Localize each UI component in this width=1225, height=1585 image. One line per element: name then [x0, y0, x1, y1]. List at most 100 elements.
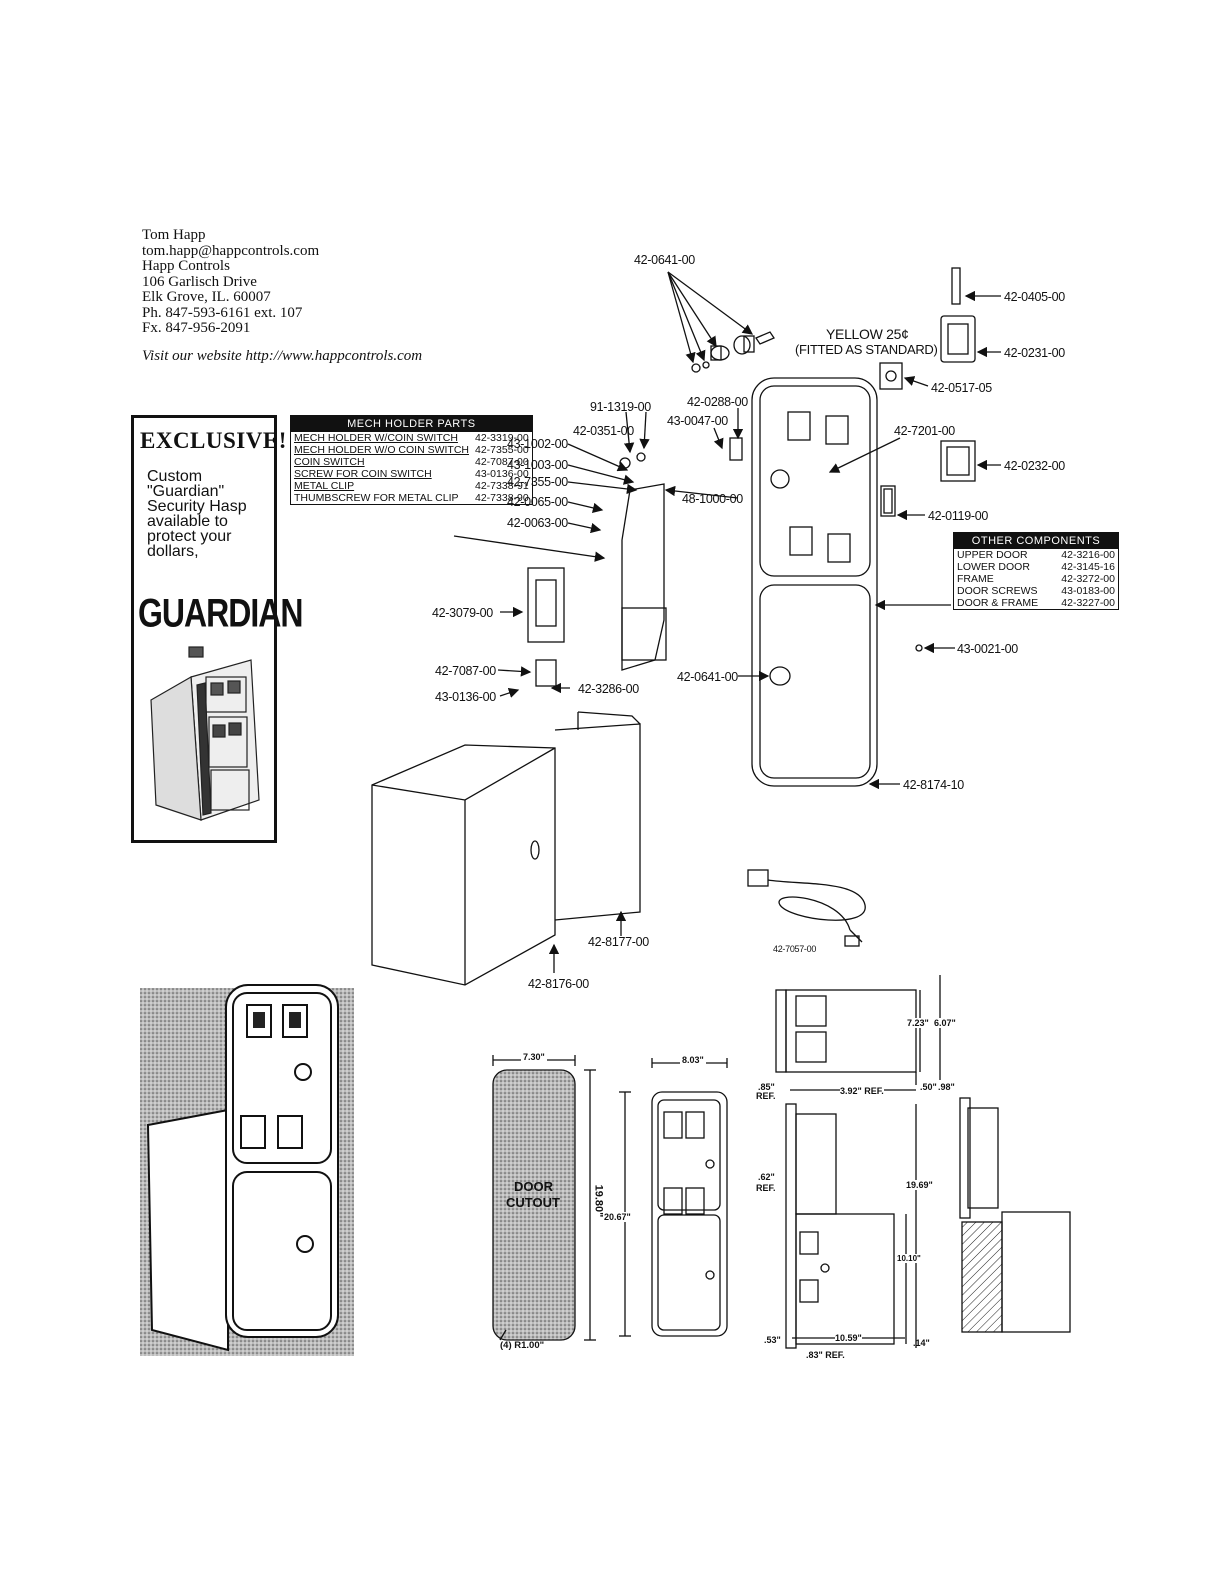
callout-label: 42-0288-00 [687, 395, 748, 409]
door-front-elevation [651, 1091, 728, 1337]
coin-door-frame-drawing [751, 377, 878, 787]
callout-label: 42-7201-00 [894, 424, 955, 438]
dimension-label: 7.23" [907, 1018, 929, 1028]
callout-label: 42-0641-00 [677, 670, 738, 684]
other-components-title: OTHER COMPONENTS [953, 532, 1119, 549]
row-part: 43-0136-00 [475, 468, 529, 480]
dimension-label: .14" [913, 1338, 930, 1348]
row-label: DOOR & FRAME [957, 597, 1039, 609]
lock-assembly-drawing [667, 271, 775, 373]
callout-label: 43-0047-00 [667, 414, 728, 428]
contact-company: Happ Controls [142, 258, 230, 274]
dimension-label: .50" [920, 1082, 937, 1092]
callout-label: 42-0517-05 [931, 381, 992, 395]
table-row: METAL CLIP 42-7338-91 [291, 480, 533, 492]
callout-label: 43-1003-00 [507, 458, 568, 472]
row-part: 42-3272-00 [1061, 573, 1115, 585]
row-label: MECH HOLDER W/COIN SWITCH [294, 432, 458, 444]
contact-city: Elk Grove, IL. 60007 [142, 289, 271, 305]
callout-label: 42-8174-10 [903, 778, 964, 792]
callout-label: 42-7355-00 [507, 475, 568, 489]
callout-label: 42-0119-00 [928, 509, 989, 523]
row-label: UPPER DOOR [957, 549, 1028, 561]
ad-exclusive-heading: EXCLUSIVE! [140, 428, 287, 453]
row-part: 43-0183-00 [1061, 585, 1115, 597]
table-row: UPPER DOOR 42-3216-00 [954, 549, 1119, 561]
row-label: THUMBSCREW FOR METAL CLIP [294, 492, 459, 504]
ad-body-text: Custom "Guardian" Security Hasp availabl… [147, 468, 247, 560]
contact-phone: Ph. 847-593-6161 ext. 107 [142, 304, 303, 321]
table-row: DOOR & FRAME 42-3227-00 [954, 597, 1119, 610]
callout-label: 42-0641-00 [634, 253, 695, 267]
callout-label: 43-0136-00 [435, 690, 496, 704]
dimension-label: 3.92" REF. [840, 1086, 884, 1096]
dimension-label: .53" [764, 1335, 781, 1345]
contact-street: 106 Garlisch Drive [142, 273, 257, 290]
dimension-label: 6.07" [934, 1018, 956, 1028]
dimension-label: 7.30" [521, 1052, 547, 1062]
callout-label: 43-1002-00 [507, 437, 568, 451]
table-row: FRAME 42-3272-00 [954, 573, 1119, 585]
dimension-label: (4) R1.00" [500, 1340, 545, 1351]
guardian-ad: EXCLUSIVE! Custom "Guardian" Security Ha… [131, 415, 303, 843]
callout-label: (FITTED AS STANDARD) [795, 342, 938, 357]
row-part: 42-3216-00 [1061, 549, 1115, 561]
table-row: LOWER DOOR 42-3145-16 [954, 561, 1119, 573]
row-part: 42-7355-00 [475, 444, 529, 456]
callout-label: 43-0021-00 [957, 642, 1018, 656]
dimension-label: 8.03" [680, 1055, 706, 1065]
row-part: 42-7087-00 [475, 456, 529, 468]
row-part: 42-3227-00 [1061, 597, 1115, 609]
power-cord-drawing [747, 869, 866, 947]
contact-info: Tom Happ tom.happ@happcontrols.com Happ … [142, 227, 423, 364]
other-components-table: OTHER COMPONENTS UPPER DOOR 42-3216-00 LO… [953, 532, 1119, 610]
dimension-label: 19.69" [906, 1180, 933, 1190]
cutout-label: CUTOUT [506, 1195, 560, 1210]
row-label: LOWER DOOR [957, 561, 1030, 573]
callout-label: 42-0405-00 [1004, 290, 1065, 304]
dimension-label: REF. [756, 1183, 776, 1193]
row-part: 42-7338-91 [475, 480, 529, 492]
callout-label: 42-0232-00 [1004, 459, 1065, 473]
row-label: FRAME [957, 573, 994, 585]
contact-name: Tom Happ [142, 227, 206, 243]
callout-label: 42-3079-00 [432, 606, 493, 620]
guardian-product-illustration [150, 646, 260, 821]
table-row: SCREW FOR COIN SWITCH 43-0136-00 [291, 468, 533, 480]
top-view-drawing [775, 989, 917, 1073]
callout-label: 42-0231-00 [1004, 346, 1065, 360]
dimension-label: REF. [756, 1091, 776, 1101]
dimension-label: 19.80" [592, 1184, 605, 1218]
row-label: DOOR SCREWS [957, 585, 1038, 597]
cutout-label: DOOR [514, 1179, 553, 1194]
row-label: SCREW FOR COIN SWITCH [294, 468, 432, 480]
table-row: DOOR SCREWS 43-0183-00 [954, 585, 1119, 597]
ad-brand: GUARDIAN [138, 590, 303, 635]
callout-label: 42-7087-00 [435, 664, 496, 678]
contact-fax: Fx. 847-956-2091 [142, 320, 251, 336]
callout-label: 42-8177-00 [588, 935, 649, 949]
dimension-label: .62" [758, 1172, 775, 1182]
callout-label: 42-0063-00 [507, 516, 568, 530]
dimension-label: 10.59" [835, 1333, 862, 1343]
table-row: THUMBSCREW FOR METAL CLIP 42-7338-90 [291, 492, 533, 505]
callout-label: 42-7057-00 [773, 944, 817, 954]
callout-label: 42-0065-00 [507, 495, 568, 509]
row-label: METAL CLIP [294, 480, 355, 492]
website-link[interactable]: Visit our website http://www.happcontrol… [142, 347, 423, 364]
dimension-label: .98" [938, 1082, 955, 1092]
section-view-drawing [959, 1097, 1071, 1333]
contact-email[interactable]: tom.happ@happcontrols.com [142, 242, 320, 259]
row-part: 42-7338-90 [475, 492, 529, 504]
callout-label: YELLOW 25¢ [826, 326, 909, 342]
callout-label: 48-1000-00 [682, 492, 743, 506]
mech-holder-parts-table: MECH HOLDER PARTS MECH HOLDER W/COIN SWI… [290, 415, 533, 505]
dimension-label: 10.10" [897, 1254, 921, 1263]
row-part: 42-3145-16 [1061, 561, 1115, 573]
callout-label: 42-8176-00 [528, 977, 589, 991]
callout-label: 42-3286-00 [578, 682, 639, 696]
dimension-label: .85" [758, 1082, 775, 1092]
dimension-label: 20.67" [604, 1212, 631, 1222]
